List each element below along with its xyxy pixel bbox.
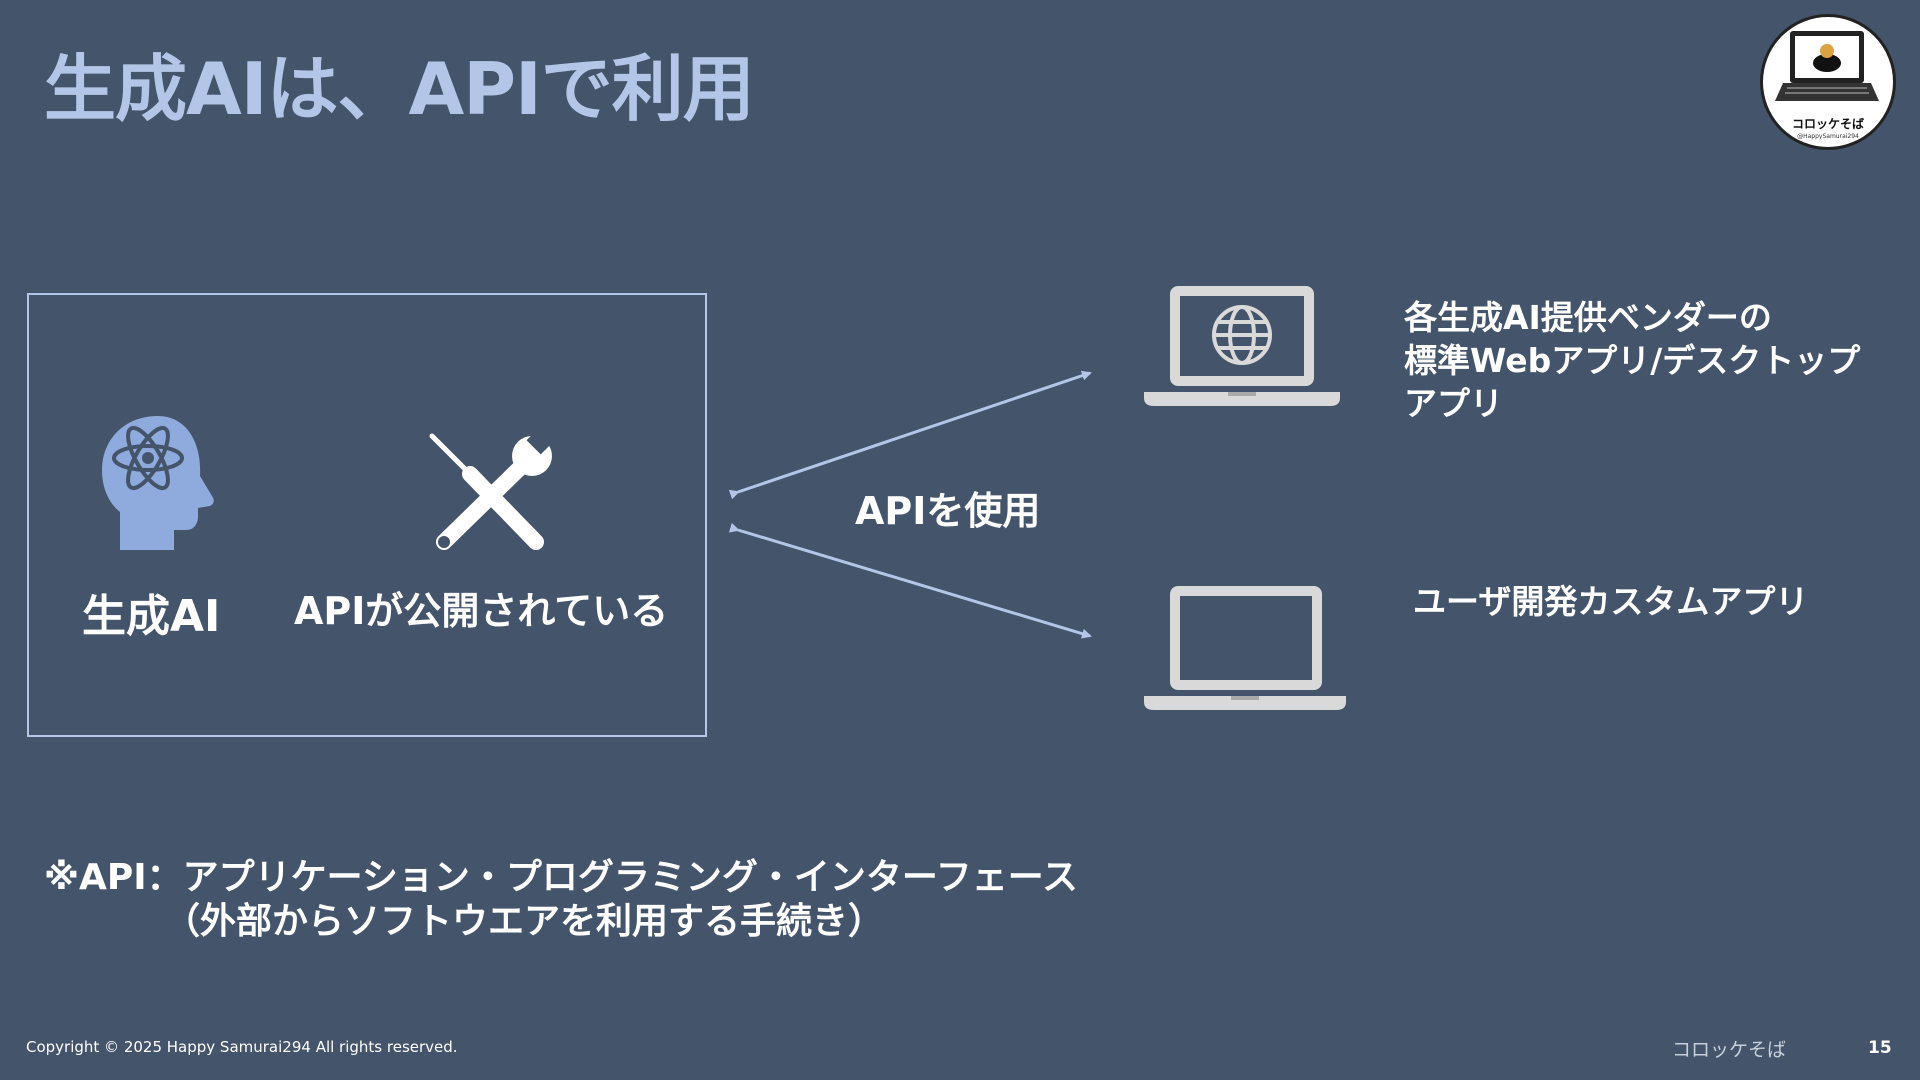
- web-app-label-line: アプリ: [1404, 384, 1503, 423]
- page-number: 15: [1868, 1038, 1892, 1058]
- web-app-label-line: 標準Webアプリ/デスクトップ: [1404, 341, 1861, 380]
- arrow-to-web-app: [728, 370, 1092, 500]
- laptop-icon: [1144, 586, 1346, 710]
- note-line-1: ※API：アプリケーション・プログラミング・インターフェース: [44, 857, 1078, 898]
- web-app-label: 各生成AI提供ベンダーの 標準Webアプリ/デスクトップ アプリ: [1404, 296, 1920, 425]
- ai-label: 生成AI: [82, 591, 221, 642]
- api-definition-note: ※API：アプリケーション・プログラミング・インターフェース （外部からソフトウ…: [44, 856, 1078, 944]
- arrow-to-custom-app: [728, 522, 1092, 639]
- tools-icon: [429, 430, 554, 550]
- logo: コロッケそば @HappySamurai294: [1760, 14, 1896, 150]
- note-line-2: （外部からソフトウエアを利用する手続き）: [164, 901, 885, 942]
- logo-handle: @HappySamurai294: [1797, 133, 1859, 140]
- logo-laptop-icon: [1775, 31, 1879, 101]
- copyright: Copyright © 2025 Happy Samurai294 All ri…: [26, 1038, 458, 1056]
- laptop-globe-icon: [1144, 286, 1340, 406]
- api-public-label: APIが公開されている: [294, 589, 669, 633]
- api-box: [27, 293, 707, 737]
- custom-app-label: ユーザ開発カスタムアプリ: [1413, 582, 1809, 621]
- page-title: 生成AIは、APIで利用: [44, 47, 755, 131]
- api-use-label: APIを使用: [855, 489, 1041, 533]
- logo-text: コロッケそば: [1791, 117, 1864, 131]
- web-app-label-line: 各生成AI提供ベンダーの: [1404, 298, 1772, 337]
- ai-head-icon: [102, 416, 214, 550]
- footer-brand: コロッケそば: [1672, 1039, 1787, 1061]
